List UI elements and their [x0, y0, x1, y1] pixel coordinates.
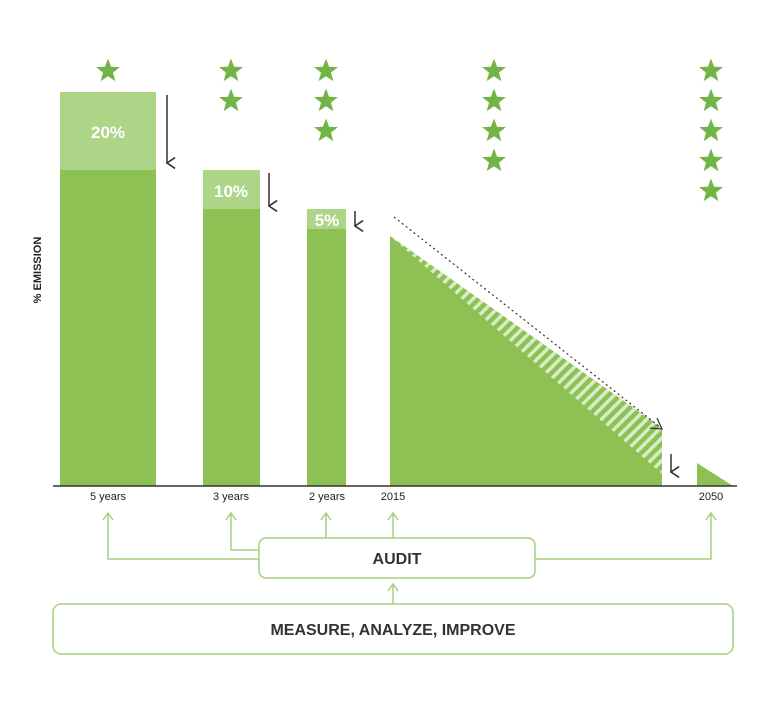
bar-2-years-reduction: [307, 209, 346, 229]
bar-5-years-reduction: [60, 92, 156, 170]
tick-label-2-years: 2 years: [309, 491, 346, 503]
trend-dotted-arrow: [393, 216, 661, 428]
audit-connectors: [102, 511, 717, 604]
bar-3-years-reduction: [203, 170, 260, 209]
bar-3-years-pct-label: 10%: [214, 182, 248, 201]
connector-2015-arrowhead: [387, 511, 399, 521]
star-icon: [699, 148, 723, 172]
bar-5-years-pct-label: 20%: [91, 123, 125, 142]
star-icon: [96, 58, 120, 82]
star-icon: [219, 88, 243, 112]
star-icon: [482, 148, 506, 172]
connector-2050-arrowhead: [705, 511, 717, 521]
star-icon: [699, 88, 723, 112]
audit-label: AUDIT: [373, 551, 422, 568]
star-icon: [482, 118, 506, 142]
star-icon: [314, 58, 338, 82]
connector-2-years-arrowhead: [320, 511, 332, 521]
connector-2050: [535, 514, 712, 560]
trend-hatched-band: [390, 236, 662, 474]
connector-5-years-arrowhead: [102, 511, 114, 521]
trend-dotted-arrow-head: [649, 417, 663, 430]
star-ratings: [96, 58, 723, 202]
trend-tail-2050: [697, 463, 733, 486]
star-icon: [482, 88, 506, 112]
star-icon: [482, 58, 506, 82]
connector-5-years: [107, 514, 259, 560]
star-icon: [314, 118, 338, 142]
tick-label-2015: 2015: [381, 491, 405, 503]
tick-label-5-years: 5 years: [90, 491, 127, 503]
star-icon: [699, 58, 723, 82]
star-icon: [699, 178, 723, 202]
bar-5-years: [60, 170, 156, 486]
bar-2-years-pct-label: 5%: [315, 211, 340, 230]
y-axis-label: % EMISSION: [32, 237, 44, 304]
connector-3-years-arrowhead: [225, 511, 237, 521]
connector-measure-arrowhead: [387, 582, 399, 592]
trend-triangle: [390, 236, 662, 486]
bar-3-years: [203, 209, 260, 486]
measure-label: MEASURE, ANALYZE, IMPROVE: [270, 622, 515, 639]
star-icon: [699, 118, 723, 142]
tick-label-2050: 2050: [699, 491, 723, 503]
star-icon: [314, 88, 338, 112]
audit-box: [258, 537, 536, 579]
bar-2-years: [307, 229, 346, 486]
connector-3-years: [230, 514, 259, 551]
tick-label-3-years: 3 years: [213, 491, 250, 503]
measure-box: [52, 603, 734, 655]
star-icon: [219, 58, 243, 82]
